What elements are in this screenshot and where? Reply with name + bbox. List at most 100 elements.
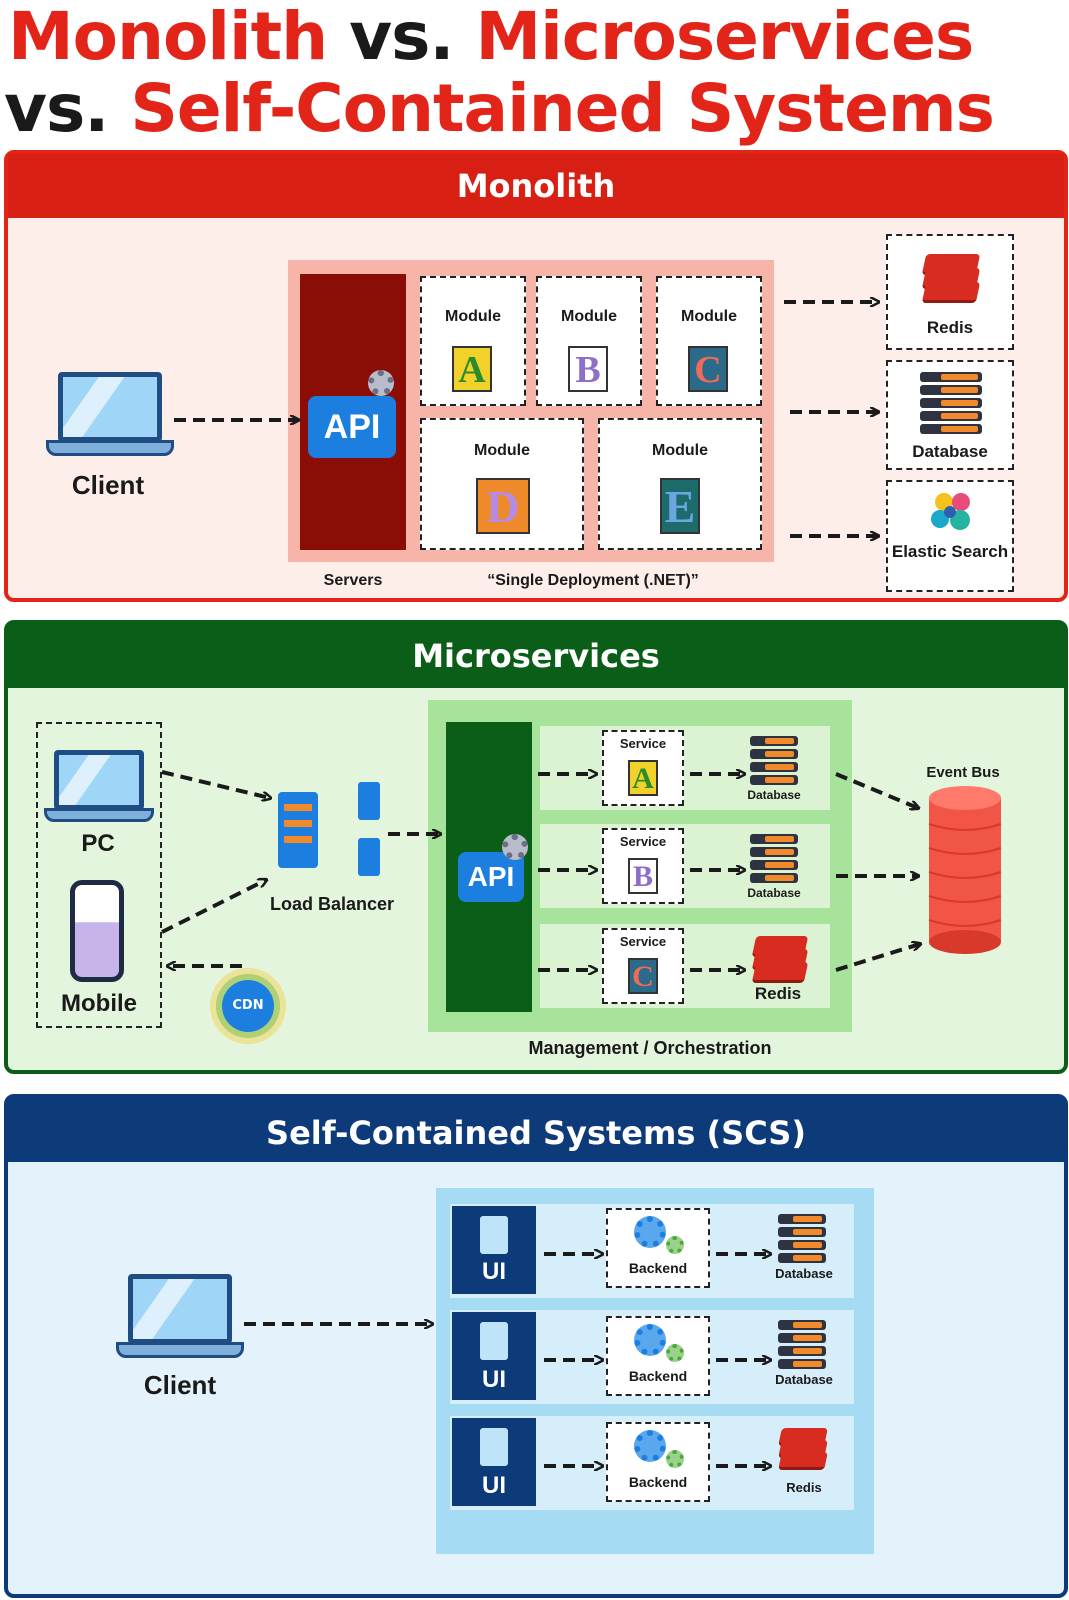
- client-label: Client: [143, 1370, 217, 1400]
- ui-label-3: UI: [482, 1472, 506, 1499]
- arrow-to-event-bus-1: [835, 772, 918, 808]
- title-microservices: Microservices: [475, 0, 975, 75]
- scs-header: Self-Contained Systems (SCS): [8, 1098, 1064, 1162]
- event-bus-icon: [928, 786, 1002, 954]
- backend-gear-icon: [634, 1430, 666, 1462]
- service-b-label: Service: [619, 834, 667, 849]
- load-balancer-label: Load Balancer: [269, 894, 395, 914]
- service-b-store-label: Database: [747, 886, 801, 900]
- cdn-icon: CDN: [222, 980, 274, 1032]
- store-label-2: Database: [775, 1372, 833, 1387]
- letter-c-icon: C: [688, 346, 728, 392]
- gear-icon: [368, 370, 394, 396]
- database-store: Database: [886, 360, 1014, 470]
- database-icon: [750, 834, 798, 886]
- backend-box-1: Backend: [606, 1208, 710, 1288]
- ui-icon: [480, 1322, 508, 1360]
- database-label: Database: [912, 442, 988, 461]
- service-a-store-label: Database: [747, 788, 801, 802]
- module-e-label: Module: [652, 442, 708, 459]
- service-a-label: Service: [619, 736, 667, 751]
- module-a-label: Module: [445, 308, 501, 325]
- database-icon: [778, 1214, 826, 1266]
- module-c-label: Module: [681, 308, 737, 325]
- pc-icon: [54, 750, 144, 810]
- microservices-section: Microservices PC Mobile CDN Load Balance…: [4, 620, 1068, 1074]
- management-label: Management / Orchestration: [528, 1038, 772, 1058]
- title-scs: Self-Contained Systems: [130, 70, 995, 147]
- event-bus-label: Event Bus: [926, 764, 1000, 781]
- backend-label-3: Backend: [628, 1474, 688, 1490]
- module-b: Module B: [536, 276, 642, 406]
- title-line-2: vs. Self-Contained Systems: [4, 72, 1068, 146]
- api-badge: API: [308, 396, 396, 458]
- backend-box-3: Backend: [606, 1422, 710, 1502]
- database-icon: [778, 1320, 826, 1372]
- backend-gear-icon: [634, 1324, 666, 1356]
- service-a: Service A: [602, 730, 684, 806]
- laptop-icon: [128, 1274, 232, 1344]
- letter-c-icon: C: [628, 958, 658, 994]
- monolith-arrows: [174, 154, 1068, 602]
- mobile-label: Mobile: [61, 990, 137, 1017]
- ui-icon: [480, 1216, 508, 1254]
- redis-store: Redis: [886, 234, 1014, 350]
- laptop-base: [116, 1342, 244, 1358]
- ui-label-2: UI: [482, 1366, 506, 1393]
- api-gateway-badge: API: [458, 852, 524, 902]
- elastic-label: Elastic Search: [891, 542, 1009, 561]
- letter-e-icon: E: [660, 478, 700, 534]
- elastic-store: Elastic Search: [886, 480, 1014, 592]
- store-label-3: Redis: [786, 1480, 822, 1495]
- database-icon: [920, 372, 982, 437]
- module-a: Module A: [420, 276, 526, 406]
- store-label-1: Database: [775, 1266, 833, 1281]
- redis-label: Redis: [926, 318, 974, 337]
- module-d-label: Module: [474, 442, 530, 459]
- service-c-label: Service: [619, 934, 667, 949]
- arrow-mobile-lb: [161, 880, 266, 934]
- gear-icon: [502, 834, 528, 860]
- pc-base: [44, 808, 154, 822]
- ui-icon: [480, 1428, 508, 1466]
- lb-target-2: [358, 838, 380, 876]
- module-d: Module D: [420, 418, 584, 550]
- backend-box-2: Backend: [606, 1316, 710, 1396]
- clients-box: [36, 722, 162, 1028]
- service-c-store-label: Redis: [754, 984, 802, 1003]
- title-vs-2: vs.: [4, 70, 109, 147]
- letter-d-icon: D: [476, 478, 530, 534]
- lb-target-1: [358, 782, 380, 820]
- backend-small-gear-icon: [666, 1450, 684, 1468]
- letter-a-icon: A: [452, 346, 492, 392]
- ui-label-1: UI: [482, 1258, 506, 1285]
- module-e: Module E: [598, 418, 762, 550]
- servers-label: Servers: [323, 572, 383, 589]
- letter-b-icon: B: [628, 858, 658, 894]
- scs-arrows: [244, 1098, 1068, 1598]
- service-b: Service B: [602, 828, 684, 904]
- scs-section: Self-Contained Systems (SCS) Client UI B…: [4, 1094, 1068, 1598]
- monolith-header: Monolith: [8, 154, 1064, 218]
- laptop-base: [46, 440, 174, 456]
- monolith-section: Monolith Client API Module A Module B Mo…: [4, 150, 1068, 602]
- ui-block-1: UI: [452, 1206, 536, 1294]
- title-monolith: Monolith: [8, 0, 328, 75]
- backend-label-2: Backend: [628, 1368, 688, 1384]
- letter-b-icon: B: [568, 346, 608, 392]
- title-vs-1: vs.: [349, 0, 454, 75]
- mobile-icon: [70, 880, 124, 982]
- module-c: Module C: [656, 276, 762, 406]
- deployment-label: “Single Deployment (.NET)”: [487, 572, 699, 589]
- service-c: Service C: [602, 928, 684, 1004]
- title-line-1: Monolith vs. Microservices: [8, 0, 1068, 74]
- letter-a-icon: A: [628, 760, 658, 796]
- microservices-header: Microservices: [8, 624, 1064, 688]
- client-label: Client: [71, 470, 145, 500]
- ui-block-2: UI: [452, 1312, 536, 1400]
- load-balancer-icon: [278, 792, 318, 868]
- arrow-pc-lb: [161, 770, 270, 798]
- backend-gear-icon: [634, 1216, 666, 1248]
- microservices-arrows: [161, 624, 1068, 1074]
- backend-label-1: Backend: [628, 1260, 688, 1276]
